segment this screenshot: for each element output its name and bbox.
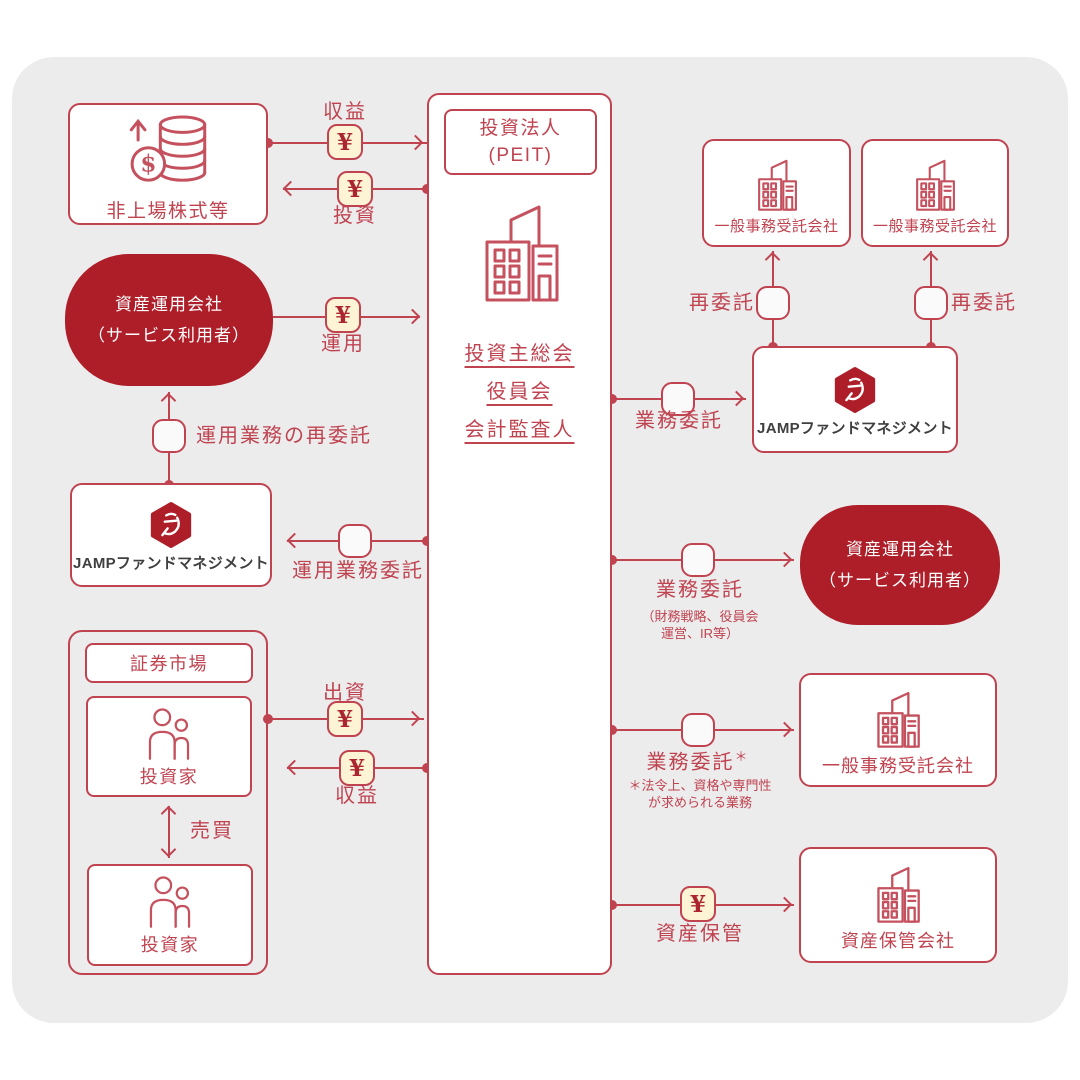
node-admin-trustee-top-left: 一般事務受託会社 — [702, 139, 851, 247]
yen-badge: ¥ — [337, 171, 373, 207]
edge-label-delegate-jamp: 業務委託 — [635, 410, 723, 432]
node-jamp-right: JAMPファンドマネジメント — [752, 346, 958, 453]
edge-label-manage: 運用 — [321, 333, 365, 355]
edge-line-trade — [168, 806, 170, 858]
yen-symbol: ¥ — [689, 890, 706, 918]
edge-label-delegate-asset: 業務委託 — [656, 579, 744, 601]
yen-badge: ¥ — [327, 701, 363, 737]
node-admin-trustee-top-left-label: 一般事務受託会社 — [714, 217, 839, 235]
edge-sublabel-delegate-asset-1: （財務戦略、役員会 — [641, 609, 759, 624]
coins-icon: $ — [120, 111, 216, 193]
connector-node — [152, 419, 186, 453]
node-admin-trustee-mid: 一般事務受託会社 — [799, 673, 997, 787]
node-unlisted-stocks-label: 非上場株式等 — [106, 201, 230, 222]
buildings-icon — [481, 200, 561, 304]
junction-dot — [607, 555, 617, 565]
yen-symbol: ¥ — [336, 128, 353, 156]
edge-label-contribute: 出資 — [323, 682, 367, 704]
investors-icon — [142, 873, 198, 929]
node-jamp-left: JAMPファンドマネジメント — [70, 483, 272, 587]
node-asset-mgmt-right-line1: 資産運用会社 — [846, 540, 954, 559]
buildings-icon — [875, 689, 921, 749]
edge-label-delegate-admin: 業務委託＊ — [646, 746, 749, 774]
node-asset-mgmt-left-line1: 資産運用会社 — [115, 295, 223, 314]
connector-node — [338, 524, 372, 558]
investment-corp-title-line2: (PEIT) — [488, 145, 553, 166]
investment-corp-title-line1: 投資法人 — [479, 118, 562, 139]
node-asset-custody-label: 資産保管会社 — [841, 930, 955, 951]
edge-label-delegate-admin-text: 業務委託 — [646, 751, 735, 774]
footnote-mark: ＊ — [734, 749, 750, 764]
edge-label-redelegate-right: 再委託 — [951, 292, 1017, 314]
investment-corp-title-box: 投資法人 (PEIT) — [444, 109, 597, 175]
node-admin-trustee-top-right: 一般事務受託会社 — [861, 139, 1009, 247]
junction-dot — [607, 900, 617, 910]
node-investor-top-label: 投資家 — [139, 766, 199, 787]
edge-label-delegate-manage: 運用業務委託 — [292, 560, 424, 582]
junction-dot — [607, 394, 617, 404]
node-securities-market-label: 証券市場 — [130, 654, 208, 674]
buildings-icon — [875, 864, 921, 924]
connector-node — [914, 286, 948, 320]
edge-note-delegate-admin-1: ＊法令上、資格や専門性 — [628, 778, 772, 793]
investors-icon — [141, 705, 197, 761]
yen-symbol: ¥ — [346, 175, 363, 203]
node-asset-custody: 資産保管会社 — [799, 847, 997, 963]
node-jamp-right-label: JAMPファンドマネジメント — [757, 419, 953, 437]
edge-sublabel-delegate-asset-2: 運営、IR等） — [660, 626, 740, 641]
edge-label-revenue-top: 収益 — [323, 101, 367, 123]
connector-node — [756, 286, 790, 320]
yen-symbol: ¥ — [348, 754, 365, 782]
yen-badge: ¥ — [680, 886, 716, 922]
node-asset-mgmt-right: 資産運用会社 （サービス利用者） — [800, 505, 1000, 625]
edge-label-redelegate-manage: 運用業務の再委託 — [196, 425, 372, 447]
svg-text:$: $ — [140, 151, 156, 178]
edge-label-custody: 資産保管 — [656, 923, 744, 945]
node-admin-trustee-mid-label: 一般事務受託会社 — [822, 755, 974, 776]
edge-label-redelegate-left: 再委託 — [689, 292, 755, 314]
junction-dot — [263, 714, 273, 724]
node-securities-market-group — [68, 630, 268, 975]
buildings-icon — [756, 157, 798, 212]
jamp-logo-icon — [831, 366, 879, 414]
investment-corp-item-general-meeting: 投資主総会 — [464, 343, 575, 365]
junction-dot — [607, 725, 617, 735]
edge-label-revenue-bottom: 収益 — [335, 785, 379, 807]
node-asset-mgmt-right-line2: （サービス利用者） — [819, 571, 981, 590]
node-investor-top: 投資家 — [86, 696, 252, 797]
node-securities-market-title: 証券市場 — [85, 643, 253, 683]
edge-label-invest: 投資 — [333, 205, 377, 227]
node-investor-bottom-label: 投資家 — [140, 935, 200, 955]
yen-badge: ¥ — [339, 750, 375, 786]
node-admin-trustee-top-right-label: 一般事務受託会社 — [872, 217, 997, 235]
investment-corp-item-board: 役員会 — [486, 381, 553, 403]
yen-symbol: ¥ — [336, 705, 353, 733]
node-investment-corporation: 投資法人 (PEIT) 投資主総会 役員会 会計監査人 — [427, 93, 612, 975]
buildings-icon — [914, 157, 956, 212]
connector-node — [681, 713, 715, 747]
node-jamp-left-label: JAMPファンドマネジメント — [73, 555, 269, 572]
yen-symbol: ¥ — [334, 301, 351, 329]
yen-badge: ¥ — [325, 297, 361, 333]
node-unlisted-stocks: $ 非上場株式等 — [68, 103, 268, 225]
yen-badge: ¥ — [327, 124, 363, 160]
connector-node — [661, 382, 695, 416]
node-asset-mgmt-left: 資産運用会社 （サービス利用者） — [65, 254, 273, 386]
junction-dot — [263, 138, 273, 148]
node-asset-mgmt-left-line2: （サービス利用者） — [88, 326, 250, 345]
investment-corp-item-auditor: 会計監査人 — [464, 419, 575, 441]
connector-node — [681, 543, 715, 577]
jamp-logo-icon — [147, 501, 195, 549]
edge-note-delegate-admin-2: が求められる業務 — [647, 795, 753, 810]
node-investor-bottom: 投資家 — [87, 864, 253, 966]
edge-label-trade: 売買 — [190, 820, 234, 842]
